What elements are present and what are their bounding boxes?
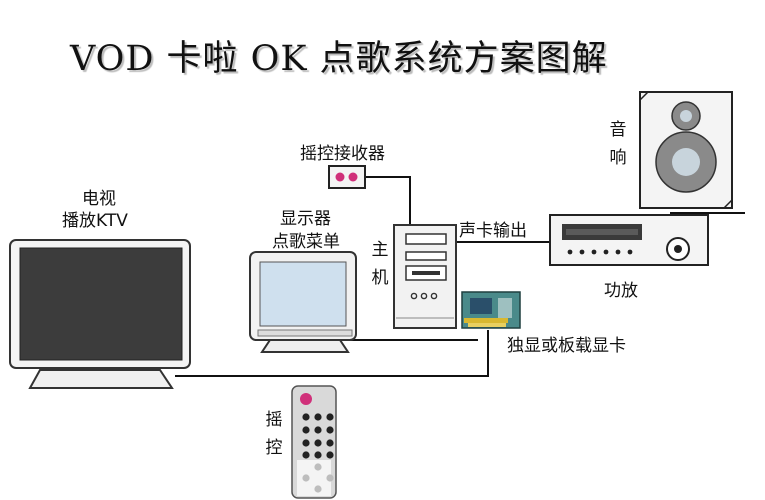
amplifier-label: 功放	[604, 281, 638, 301]
tv-to-card-line	[175, 330, 489, 377]
monitor-icon	[249, 251, 357, 353]
diagram-title: VOD 卡啦 OK 点歌系统方案图解	[70, 39, 608, 79]
remote-icon	[291, 385, 337, 499]
speaker-label: 音响	[609, 120, 627, 168]
graphics-card-label: 独显或板载显卡	[507, 336, 626, 356]
tv-label-line1: 电视	[82, 189, 116, 209]
tv-label-line2: 播放KTV	[62, 211, 128, 231]
host-tower-icon	[393, 224, 457, 329]
receiver-to-host-line	[366, 176, 411, 225]
tv-icon	[9, 239, 191, 389]
host-label: 主机	[371, 240, 389, 288]
receiver-label: 摇控接收器	[300, 144, 385, 164]
remote-label: 摇控	[265, 410, 283, 458]
sound-output-label: 声卡输出	[459, 221, 527, 241]
graphics-card-icon	[461, 291, 521, 329]
monitor-label-line2: 点歌菜单	[272, 232, 340, 252]
amplifier-icon	[549, 214, 709, 266]
receiver-icon	[328, 165, 366, 189]
monitor-label-line1: 显示器	[280, 209, 331, 229]
connection-lines	[175, 176, 745, 377]
speaker-icon	[639, 91, 733, 209]
